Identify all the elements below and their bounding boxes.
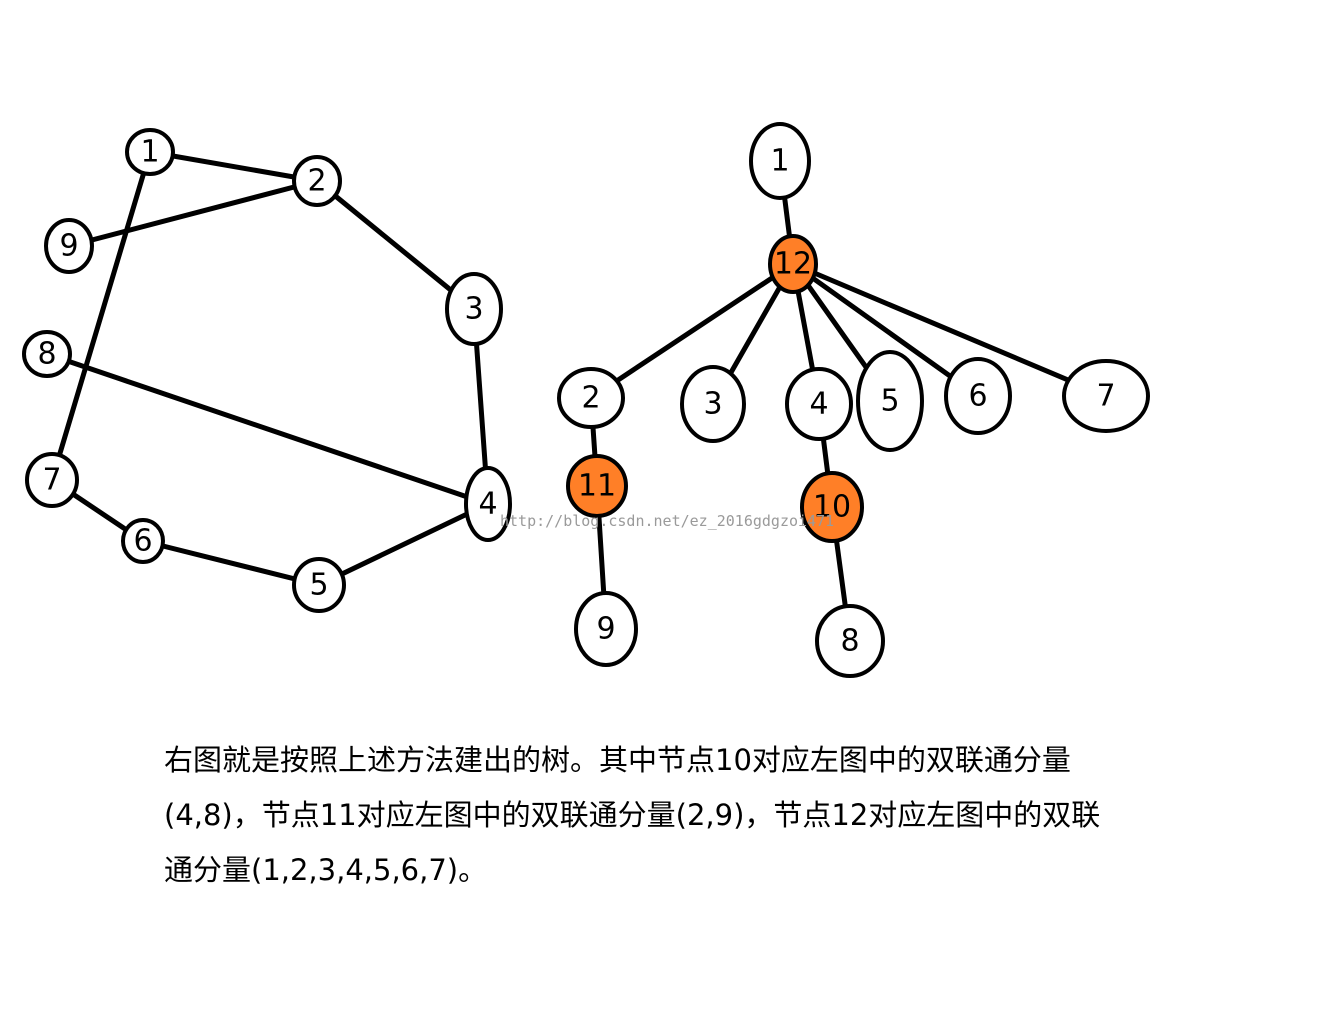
- left-graph-node-circle-5: [292, 557, 346, 613]
- caption-text: 右图就是按照上述方法建出的树。其中节点10对应左图中的双联通分量 (4,8)，节…: [164, 733, 1194, 898]
- right-tree-node-8: 8: [815, 604, 885, 678]
- left-graph-node-circle-2: [292, 155, 342, 207]
- right-tree-node-7: 7: [1062, 359, 1150, 433]
- left-graph-edge-1-2: [147, 149, 320, 184]
- caption-line-1: 右图就是按照上述方法建出的树。其中节点10对应左图中的双联通分量: [164, 743, 1071, 777]
- right-tree-node-9: 9: [574, 591, 638, 667]
- left-graph-node-3: 3: [445, 272, 503, 346]
- right-tree-node-2: 2: [557, 367, 625, 429]
- right-tree-node-circle-6: [944, 357, 1012, 435]
- right-tree-node-12: 12: [768, 234, 818, 294]
- right-tree-node-circle-2: [557, 367, 625, 429]
- right-tree-node-circle-9: [574, 591, 638, 667]
- left-graph-edge-1-7: [49, 149, 153, 483]
- right-tree-node-label-12: 12: [774, 247, 812, 282]
- left-graph-node-label-1: 1: [140, 135, 159, 170]
- right-tree-node-label-11: 11: [578, 469, 616, 504]
- left-graph-node-label-9: 9: [59, 229, 78, 264]
- right-tree-node-circle-5: [856, 350, 924, 452]
- right-tree-node-circle-11: [566, 454, 628, 518]
- left-graph-node-circle-8: [22, 330, 72, 378]
- left-graph-node-4: 4: [464, 466, 512, 542]
- left-graph-node-5: 5: [292, 557, 346, 613]
- left-graph-node-label-2: 2: [307, 164, 326, 199]
- right-tree-node-label-4: 4: [809, 387, 828, 422]
- left-graph-node-circle-3: [445, 272, 503, 346]
- right-tree-node-label-2: 2: [581, 381, 600, 416]
- right-tree-node-circle-7: [1062, 359, 1150, 433]
- left-graph-node-7: 7: [25, 452, 79, 508]
- right-tree-node-circle-3: [680, 365, 746, 443]
- right-tree-node-label-5: 5: [880, 384, 899, 419]
- left-graph-node-circle-9: [44, 218, 94, 274]
- left-graph-node-label-7: 7: [42, 463, 61, 498]
- right-tree-edge-12-6: [790, 261, 981, 399]
- right-tree-node-label-9: 9: [596, 612, 615, 647]
- right-tree-node-4: 4: [785, 367, 853, 441]
- left-graph-node-label-5: 5: [309, 568, 328, 603]
- left-graph-node-9: 9: [44, 218, 94, 274]
- right-tree-node-label-3: 3: [703, 387, 722, 422]
- right-tree-node-circle-1: [749, 122, 811, 200]
- left-graph-node-circle-1: [125, 128, 175, 176]
- left-graph-edge-4-5: [316, 501, 491, 588]
- right-tree-node-label-6: 6: [968, 379, 987, 414]
- left-graph-node-label-6: 6: [133, 524, 152, 559]
- right-tree-edge-12-2: [588, 261, 796, 401]
- left-graph-edge-8-4: [44, 351, 491, 507]
- left-graph-node-6: 6: [121, 518, 165, 564]
- left-graph-node-circle-4: [464, 466, 512, 542]
- caption-line-2: (4,8)，节点11对应左图中的双联通分量(2,9)，节点12对应左图中的双联: [164, 798, 1101, 832]
- left-graph-node-8: 8: [22, 330, 72, 378]
- right-tree-node-1: 1: [749, 122, 811, 200]
- right-tree-node-10: 10: [800, 471, 864, 543]
- left-graph-edge-2-9: [66, 178, 320, 249]
- right-tree-node-3: 3: [680, 365, 746, 443]
- left-graph-node-label-8: 8: [37, 337, 56, 372]
- right-tree-node-label-1: 1: [770, 144, 789, 179]
- right-tree-node-label-7: 7: [1096, 379, 1115, 414]
- left-graph-edge-2-3: [314, 178, 477, 312]
- left-graph-node-circle-6: [121, 518, 165, 564]
- left-graph-edge-5-6: [140, 538, 322, 588]
- right-tree-node-label-8: 8: [840, 624, 859, 659]
- left-graph-node-2: 2: [292, 155, 342, 207]
- right-tree-node-circle-12: [768, 234, 818, 294]
- watermark-text: http://blog.csdn.net/ez_2016gdgzoi471: [500, 512, 834, 530]
- left-graph-node-1: 1: [125, 128, 175, 176]
- right-tree-node-circle-8: [815, 604, 885, 678]
- caption-line-3: 通分量(1,2,3,4,5,6,7)。: [164, 853, 488, 887]
- right-tree-node-circle-4: [785, 367, 853, 441]
- left-graph-node-label-3: 3: [464, 292, 483, 327]
- right-tree-node-5: 5: [856, 350, 924, 452]
- right-tree-node-11: 11: [566, 454, 628, 518]
- right-tree-node-6: 6: [944, 357, 1012, 435]
- left-graph-node-circle-7: [25, 452, 79, 508]
- right-tree-node-circle-10: [800, 471, 864, 543]
- right-tree-node-label-10: 10: [813, 490, 851, 525]
- right-tree-edge-12-7: [790, 261, 1109, 399]
- left-graph-node-label-4: 4: [478, 487, 497, 522]
